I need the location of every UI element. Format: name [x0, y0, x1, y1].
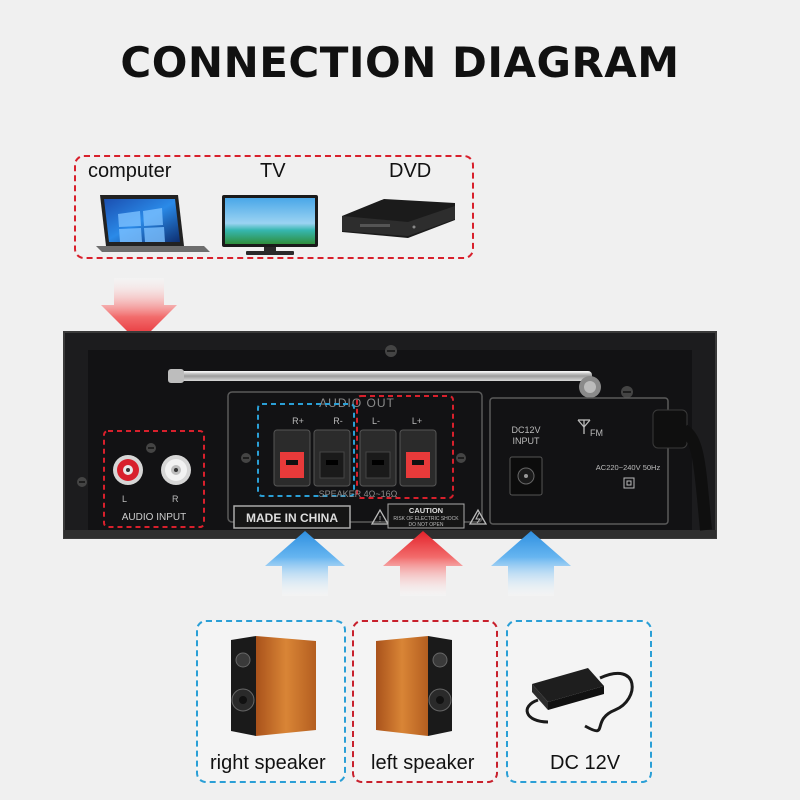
lightning-warning-icon — [468, 508, 488, 525]
svg-text:!: ! — [379, 515, 381, 524]
dc-input-line-2: INPUT — [513, 436, 541, 446]
panel-screw — [241, 453, 251, 463]
dc-input-line-1: DC12V — [511, 425, 540, 435]
rca-jack-left[interactable] — [113, 455, 143, 485]
fm-antenna — [168, 369, 601, 398]
input-right-label: R — [172, 494, 179, 504]
rca-jack-right[interactable] — [161, 455, 191, 485]
terminal-label-r-plus: R+ — [292, 416, 304, 426]
input-left-label: L — [122, 494, 127, 504]
terminal-l-minus[interactable] — [359, 429, 397, 487]
right-speaker-art — [231, 636, 316, 736]
panel-screw — [77, 477, 87, 487]
terminal-l-plus[interactable] — [399, 429, 437, 487]
dvd-label: DVD — [389, 160, 432, 182]
source-devices-box — [74, 155, 474, 259]
left-channel-highlight — [356, 395, 454, 499]
caution-line-1: RISK OF ELECTRIC SHOCK — [393, 516, 459, 522]
warning-triangle-icon: ! — [370, 508, 390, 525]
computer-label: computer — [88, 160, 172, 182]
caution-title: CAUTION — [409, 506, 443, 515]
power-label: DC 12V — [550, 752, 621, 774]
red-arrow-down — [101, 278, 177, 343]
terminal-r-minus[interactable] — [313, 429, 351, 487]
audio-input-highlight — [103, 430, 205, 528]
blue-arrow-up-right-speaker — [265, 531, 345, 596]
terminal-label-l-plus: L+ — [412, 416, 422, 426]
terminal-label-l-minus: L- — [372, 416, 380, 426]
fm-label: FM — [590, 428, 603, 438]
left-speaker-art — [376, 636, 452, 736]
audio-input-label: AUDIO INPUT — [122, 512, 186, 523]
antenna-symbol-icon — [577, 419, 591, 434]
ac-power-cord — [652, 409, 712, 531]
panel-screw — [456, 453, 466, 463]
tv-icon — [222, 195, 318, 255]
caution-line-2: DO NOT OPEN — [409, 522, 444, 528]
tv-label: TV — [260, 160, 286, 182]
right-speaker-label: right speaker — [210, 752, 326, 774]
ac-rating-label: AC220~240V 50Hz — [596, 463, 661, 472]
red-arrow-up-left-speaker — [383, 531, 463, 596]
made-in-china-plate — [233, 505, 351, 529]
dc-jack[interactable] — [509, 456, 543, 496]
panel-screw — [146, 443, 156, 453]
panel-screw — [385, 345, 397, 357]
speaker-output-area — [227, 391, 483, 523]
caution-plate — [387, 503, 465, 529]
page-title: CONNECTION DIAGRAM — [120, 38, 680, 87]
right-channel-highlight — [257, 403, 355, 497]
class-ii-symbol-icon — [623, 477, 635, 489]
terminal-label-r-minus: R- — [333, 416, 343, 426]
speaker-impedance-label: SPEAKER 4Ω~16Ω — [319, 489, 398, 499]
laptop-icon — [96, 195, 210, 252]
terminal-r-plus[interactable] — [273, 429, 311, 487]
panel-screw — [621, 386, 633, 398]
left-speaker-label: left speaker — [371, 752, 475, 774]
made-in-china-label: MADE IN CHINA — [246, 511, 338, 525]
blue-arrow-up-power — [491, 531, 571, 596]
power-section — [489, 397, 669, 525]
power-adapter-art — [525, 668, 634, 733]
dvd-player-icon — [342, 199, 455, 238]
class-ii-inner-icon — [626, 480, 632, 486]
